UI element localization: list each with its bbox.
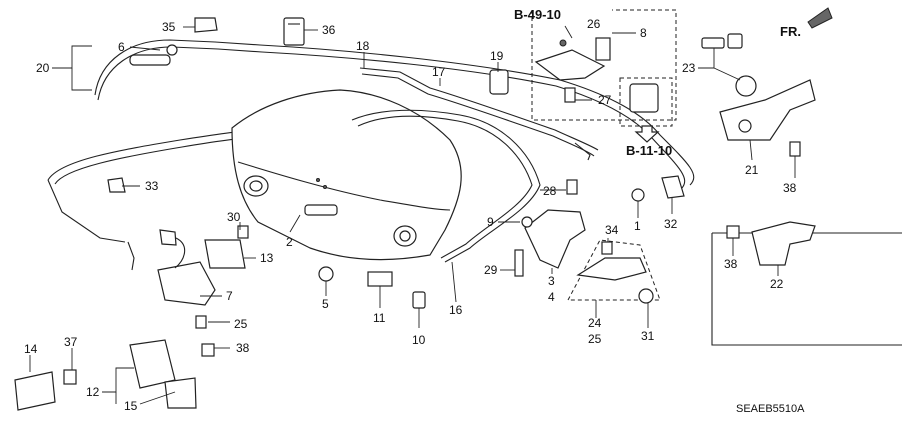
callout-12: 12 — [86, 385, 100, 399]
callout-31: 31 — [641, 329, 655, 343]
bolt-38-bottom — [201, 343, 215, 357]
cable-end-6 — [129, 44, 178, 66]
callout-38-bottom: 38 — [236, 341, 250, 355]
callout-10: 10 — [412, 333, 426, 347]
callout-36: 36 — [322, 23, 336, 37]
bolt-38-right — [789, 141, 801, 157]
callout-20: 20 — [36, 61, 50, 75]
cover-15 — [164, 377, 197, 409]
callout-2: 2 — [286, 235, 293, 249]
callout-26: 26 — [587, 17, 601, 31]
bolt-9 — [521, 216, 533, 228]
inset-box-b49-10 — [531, 9, 677, 121]
ref-arrow-down — [634, 125, 660, 143]
grommet-5 — [318, 266, 334, 282]
bracket-8 — [534, 37, 611, 81]
callout-37: 37 — [64, 335, 78, 349]
connector-harness — [159, 229, 186, 269]
callout-6: 6 — [118, 40, 125, 54]
latch-7 — [157, 261, 216, 306]
bolt-38-inset — [726, 225, 740, 239]
clip-33 — [107, 177, 126, 193]
bolt-28-mid — [566, 179, 578, 195]
striker-14 — [14, 371, 56, 411]
trunk-lid — [231, 89, 462, 261]
callout-1: 1 — [634, 219, 641, 233]
callout-38-right: 38 — [783, 181, 797, 195]
callout-4: 4 — [548, 290, 555, 304]
callout-25: 25 — [588, 332, 602, 346]
reference-b49-10: B-49-10 — [514, 7, 561, 22]
clip-35 — [194, 17, 218, 33]
hinge-3-4 — [524, 209, 586, 269]
bolt-37 — [63, 369, 77, 385]
hinge-assy-21 — [719, 79, 816, 141]
callout-16: 16 — [449, 303, 463, 317]
callout-11: 11 — [373, 311, 386, 325]
callout-22: 22 — [770, 277, 784, 291]
inset-box-right-detail — [711, 232, 902, 346]
callout-29: 29 — [484, 263, 498, 277]
callout-18: 18 — [356, 39, 370, 53]
bolt-30 — [237, 225, 249, 239]
callout-27: 25 — [234, 317, 248, 331]
bolt-28-top — [564, 87, 576, 103]
hinge-22 — [751, 221, 816, 266]
clip-19 — [489, 69, 509, 95]
direction-label: FR. — [780, 24, 801, 39]
hinge-24-25 — [567, 239, 661, 301]
callout-38-inset: 38 — [724, 257, 738, 271]
callout-34: 34 — [605, 223, 619, 237]
callout-17: 17 — [432, 65, 446, 79]
bolt-34 — [601, 241, 613, 255]
clip-32 — [661, 175, 685, 199]
bolt-29 — [514, 249, 524, 277]
bolt-31 — [638, 288, 654, 304]
label-36 — [283, 17, 305, 46]
callout-21: 21 — [745, 163, 759, 177]
callout-35: 35 — [162, 20, 176, 34]
callout-23: 23 — [682, 61, 696, 75]
callout-28-top: 27 — [598, 93, 612, 107]
clip-1 — [631, 188, 645, 202]
switch-13 — [204, 239, 246, 269]
bumper-10 — [412, 291, 426, 309]
callout-8: 8 — [640, 26, 647, 40]
leader-lines — [29, 25, 796, 405]
callout-13: 13 — [260, 251, 274, 265]
callout-5: 5 — [322, 297, 329, 311]
callout-15: 15 — [124, 399, 138, 413]
callout-14: 14 — [24, 342, 38, 356]
latch-12 — [129, 339, 176, 389]
callout-7: 7 — [226, 289, 233, 303]
diagram-code: SEAEB5510A — [736, 403, 805, 415]
lid-torsion-rods — [359, 67, 599, 161]
callout-24: 24 — [588, 316, 602, 330]
callout-30: 30 — [227, 210, 241, 224]
callout-19: 19 — [490, 49, 504, 63]
callout-9: 9 — [487, 215, 494, 229]
reference-b11-10: B-11-10 — [626, 143, 672, 158]
actuator-detail — [619, 77, 673, 127]
direction-arrow — [807, 7, 833, 29]
callout-3: 3 — [548, 274, 555, 288]
callout-33: 33 — [145, 179, 159, 193]
key-cylinder-23 — [701, 33, 757, 97]
bolt-27 — [195, 315, 207, 329]
callout-28-mid: 28 — [543, 184, 557, 198]
bracket-11 — [367, 271, 393, 287]
callout-32: 32 — [664, 217, 678, 231]
